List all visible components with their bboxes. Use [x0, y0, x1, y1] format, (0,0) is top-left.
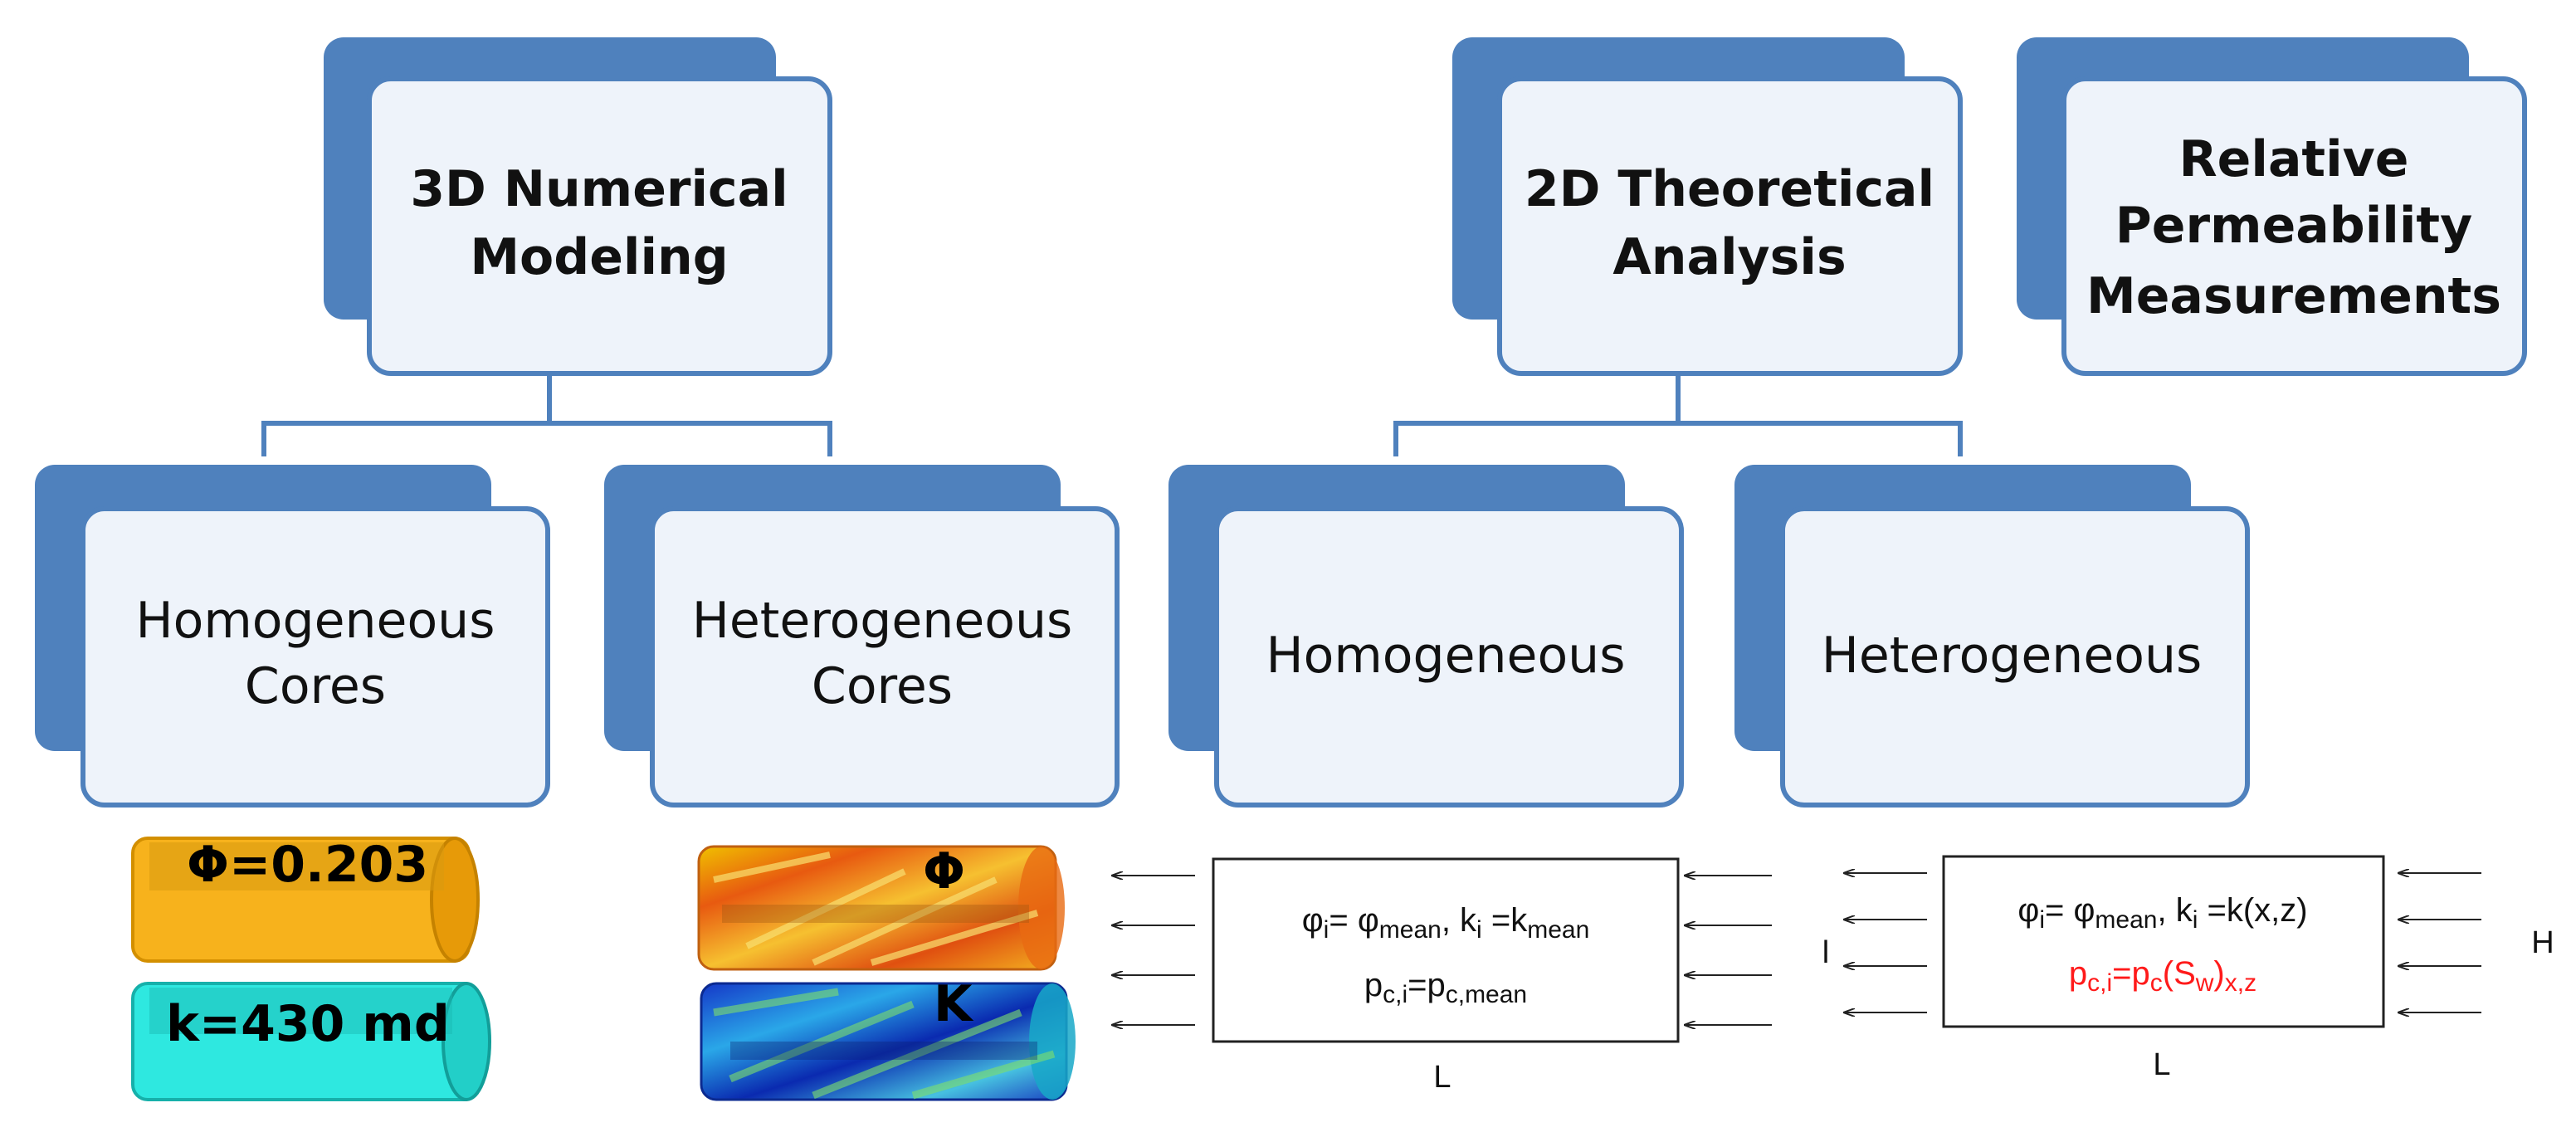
homogeneous-equation-line2: pc,i=pc,mean [1364, 967, 1527, 1008]
node-title-line: Homogeneous [1266, 627, 1626, 685]
porosity-value-label: Φ=0.203 [187, 836, 428, 894]
heterogeneous-equation-line2: pc,i=pc(Sw)x,z [2069, 955, 2256, 997]
permeability-core-cylinder: k=430 md [131, 982, 491, 1101]
connector-numerical [261, 332, 552, 456]
heterogeneous-porosity-cylinder: Φ [697, 842, 1065, 971]
connector-theoretical-right [1678, 421, 1963, 456]
heterogeneous-model-box: φi= φmean, ki =k(x,z) pc,i=pc(Sw)x,z L H [1942, 855, 2554, 1082]
heterogeneous-equation-line1: φi= φmean, ki =k(x,z) [2017, 892, 2307, 934]
node-face [2061, 76, 2527, 376]
node-2d-theoretical-analysis: 2D Theoretical Analysis [1452, 37, 1963, 376]
connector-theoretical [1393, 332, 1681, 456]
node-face [1497, 76, 1963, 376]
connector-lines [261, 332, 1963, 456]
node-face [1780, 506, 2250, 808]
node-title-line: Cores [245, 657, 386, 715]
node-face [1214, 506, 1684, 808]
node-title-line: Measurements [2086, 267, 2501, 325]
node-title-line: Cores [812, 657, 953, 715]
node-title-line: Heterogeneous [1822, 627, 2202, 685]
homogeneous-height-label: l [1822, 935, 1829, 970]
node-face [650, 506, 1120, 808]
node-title-line: 2D Theoretical [1525, 160, 1934, 218]
porosity-core-cylinder: Φ=0.203 [131, 836, 480, 963]
heterogeneous-width-label: L [2153, 1047, 2170, 1082]
node-relative-permeability-measurements: Relative Permeability Measurements [2017, 37, 2527, 376]
node-title-line: Relative [2178, 130, 2408, 188]
connector-numerical-right [549, 421, 832, 456]
porosity-symbol-label: Φ [923, 842, 965, 900]
homogeneous-width-label: L [1433, 1060, 1451, 1095]
node-title-line: Homogeneous [136, 592, 495, 650]
node-title-line: Permeability [2115, 197, 2472, 255]
node-homogeneous: Homogeneous [1168, 465, 1684, 808]
homogeneous-equation-line1: φi= φmean, ki =kmean [1302, 902, 1590, 944]
permeability-symbol-label: K [934, 975, 974, 1033]
heterogeneous-height-label: H [2531, 925, 2554, 960]
node-heterogeneous: Heterogeneous [1734, 465, 2250, 808]
node-homogeneous-cores: Homogeneous Cores [35, 465, 550, 808]
node-heterogeneous-cores: Heterogeneous Cores [604, 465, 1120, 808]
node-face [367, 76, 832, 376]
flow-arrows [1112, 873, 2481, 1025]
node-title-line: Modeling [470, 228, 728, 286]
permeability-value-label: k=430 md [166, 995, 450, 1053]
node-title-line: Heterogeneous [692, 592, 1072, 650]
node-face [80, 506, 550, 808]
node-3d-numerical-modeling: 3D Numerical Modeling [324, 37, 832, 376]
homogeneous-model-box: φi= φmean, ki =kmean pc,i=pc,mean L l [1212, 857, 1829, 1095]
node-title-line: 3D Numerical [410, 160, 788, 218]
heterogeneous-permeability-cylinder: K [700, 975, 1076, 1101]
node-title-line: Analysis [1612, 228, 1846, 286]
